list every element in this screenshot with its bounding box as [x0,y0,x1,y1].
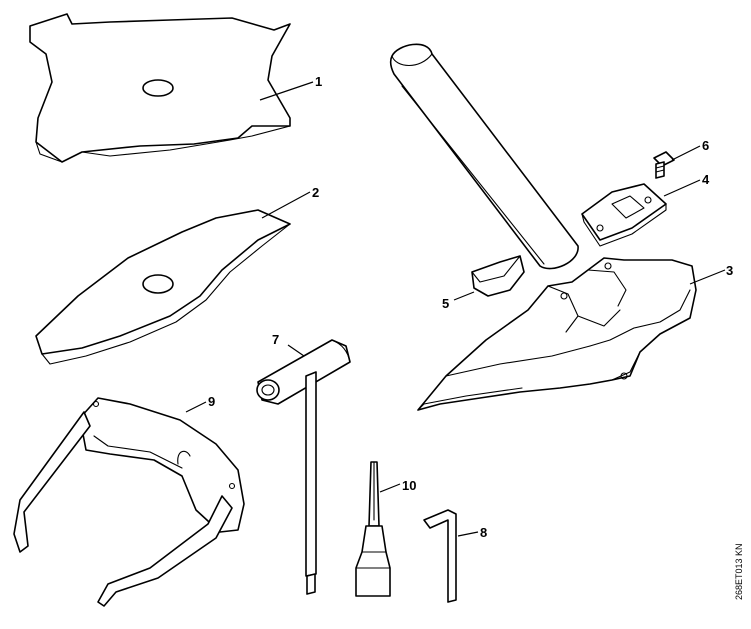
drive-tube [389,43,579,270]
callout-6-leader [671,145,701,161]
callout-2-leader [261,191,311,219]
callout-3: 3 [726,263,733,278]
callout-8-leader [457,531,479,537]
callout-6: 6 [702,138,709,153]
four-tooth-blade [29,13,291,163]
callout-9-leader [185,401,207,413]
callout-1-leader [259,81,314,101]
allen-key [423,509,457,603]
callout-5-leader [453,291,475,301]
callout-1: 1 [315,74,322,89]
callout-7-leader [287,344,305,357]
callout-5: 5 [442,296,449,311]
callout-2: 2 [312,185,319,200]
callout-9: 9 [208,394,215,409]
clamp-plate [581,183,667,247]
combination-wrench [256,339,351,595]
drawing-code: 268ET013 KN [734,543,744,600]
callout-10: 10 [402,478,416,493]
two-tooth-blade [35,209,291,365]
deflector-guard [417,257,697,411]
callout-7: 7 [272,332,279,347]
callout-3-leader [689,269,726,285]
tube-saddle [471,255,525,297]
screw [653,151,675,179]
callout-4: 4 [702,172,710,187]
callout-4-leader [663,179,701,197]
safety-glasses [13,397,245,607]
callout-10-leader [379,483,401,493]
callout-8: 8 [480,525,487,540]
screwdriver [355,461,391,597]
